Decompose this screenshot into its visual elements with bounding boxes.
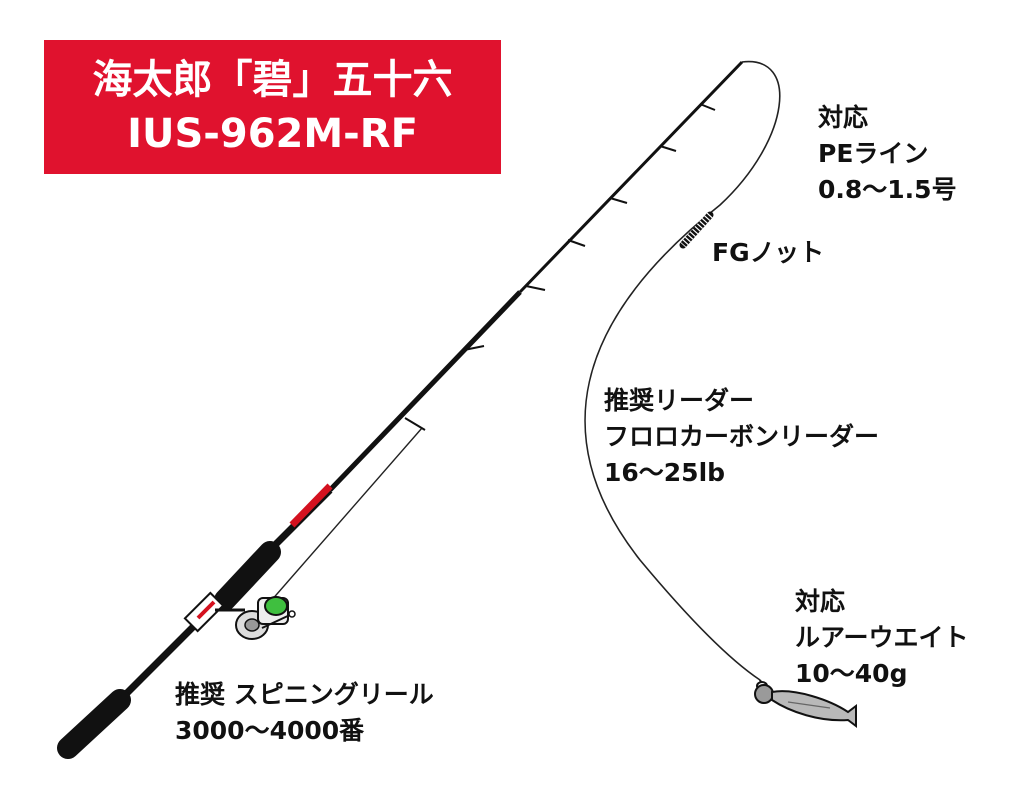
fg-knot-icon (679, 211, 714, 249)
leader-type: フロロカーボンリーダー (604, 422, 880, 451)
fishing-line (584, 60, 781, 681)
reel-label: 推奨 スピニングリール 3000〜4000番 (175, 677, 434, 749)
reel-type: 推奨 スピニングリール (175, 680, 434, 709)
product-title-box: 海太郎「碧」五十六 IUS-962M-RF (44, 40, 501, 174)
pe-line-range: 0.8〜1.5号 (818, 175, 957, 204)
line-to-reel (269, 427, 423, 603)
pe-line-label: 対応 PEライン 0.8〜1.5号 (818, 100, 957, 208)
lure-heading: 対応 (795, 587, 846, 616)
spinning-reel-icon (215, 596, 296, 640)
lure-type: ルアーウエイト (795, 623, 969, 652)
fg-knot-text: FGノット (712, 238, 825, 267)
lure-weight-label: 対応 ルアーウエイト 10〜40g (795, 584, 969, 692)
pe-line-heading: 対応 (818, 103, 869, 132)
leader-label: 推奨リーダー フロロカーボンリーダー 16〜25lb (604, 383, 879, 491)
fishing-rod-icon (57, 60, 744, 759)
product-model: IUS-962M-RF (127, 111, 418, 157)
pe-line-type: PEライン (818, 139, 929, 168)
lure-icon (754, 679, 857, 728)
product-name: 海太郎「碧」五十六 (92, 57, 453, 103)
leader-range: 16〜25lb (604, 458, 726, 487)
lure-range: 10〜40g (795, 659, 908, 688)
leader-heading: 推奨リーダー (604, 386, 755, 415)
reel-size: 3000〜4000番 (175, 716, 365, 745)
fg-knot-label: FGノット (712, 235, 824, 271)
